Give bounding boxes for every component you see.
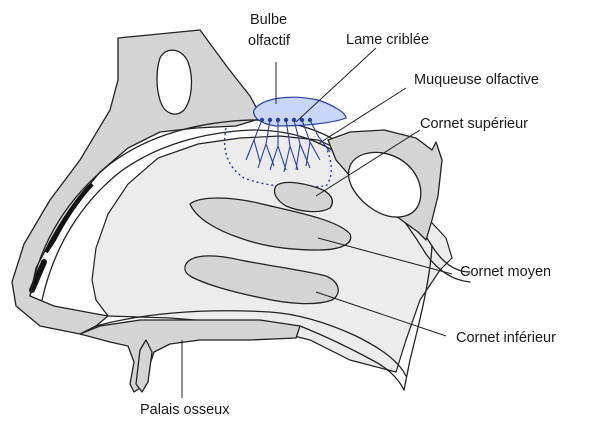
- label-cornet-inferieur: Cornet inférieur: [456, 330, 556, 346]
- label-cornet-moyen: Cornet moyen: [460, 264, 551, 280]
- label-cornet-superieur: Cornet supérieur: [420, 116, 528, 132]
- olfactory-bulb: [254, 97, 346, 126]
- label-palais-osseux: Palais osseux: [140, 402, 230, 418]
- label-lame-criblee: Lame criblée: [346, 32, 429, 48]
- label-bulbe-line1: Bulbe: [250, 12, 287, 28]
- label-muqueuse-olfactive: Muqueuse olfactive: [414, 72, 539, 88]
- label-bulbe-line2: olfactif: [248, 33, 291, 49]
- palate-bone: [80, 320, 300, 392]
- frontal-sinus: [157, 50, 191, 114]
